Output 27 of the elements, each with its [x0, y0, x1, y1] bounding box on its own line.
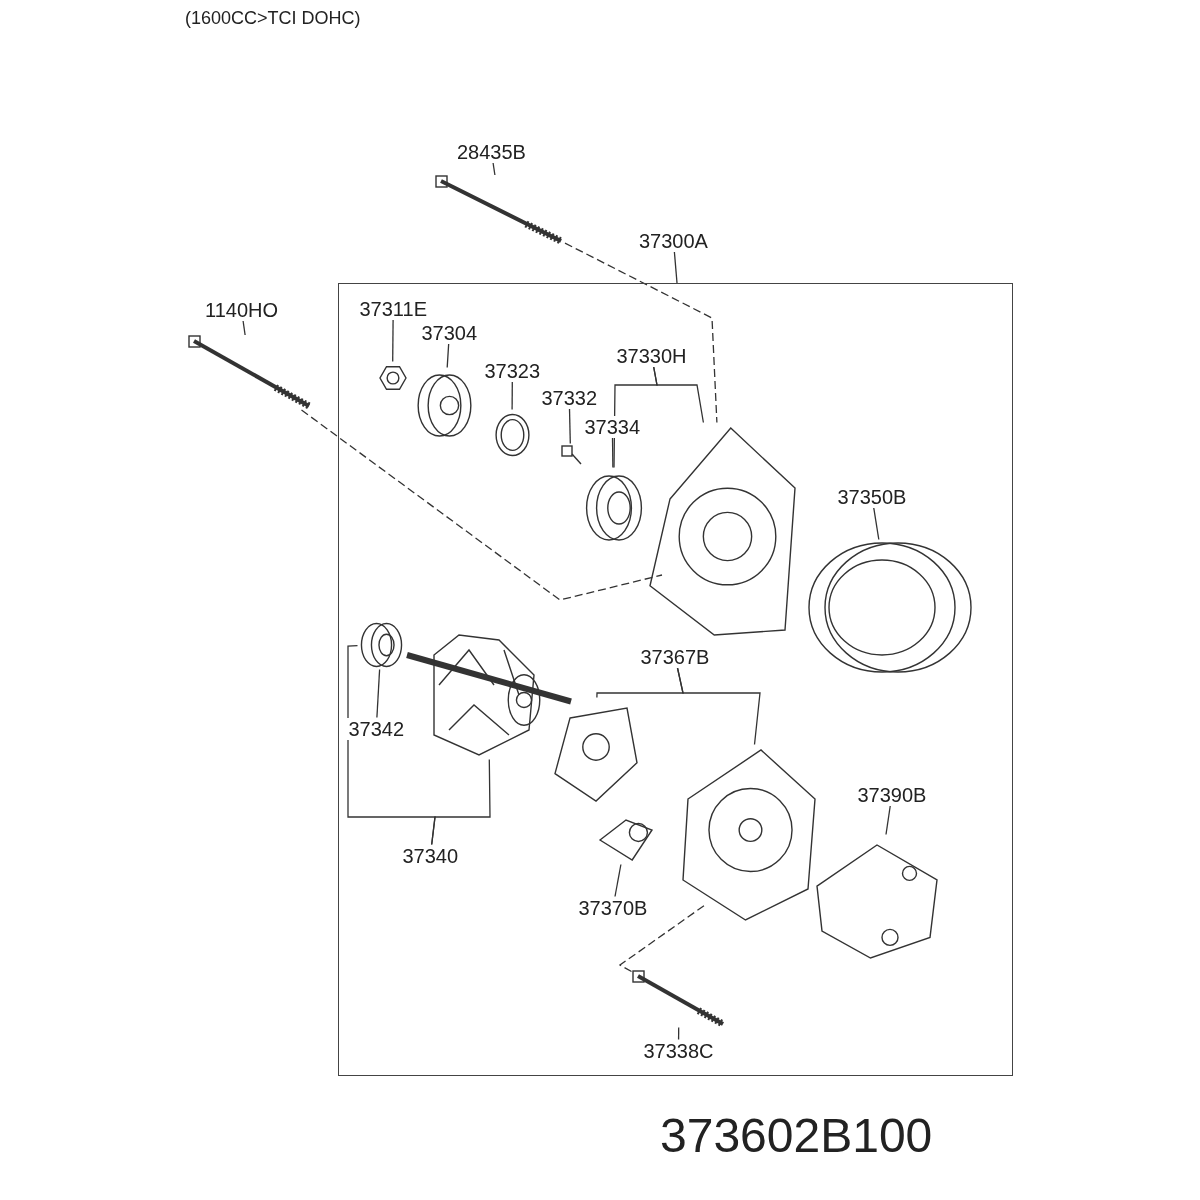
leader-line — [431, 758, 491, 846]
bolt-drawing — [188, 335, 313, 410]
leader-line — [652, 365, 705, 424]
leader-line — [392, 318, 394, 363]
leader-line — [446, 342, 450, 369]
part-number-caption: 373602B100 — [660, 1108, 933, 1163]
leader-line — [242, 320, 246, 336]
engine-note: (1600CC>TCI DOHC) — [185, 8, 361, 29]
assembly-frame — [338, 283, 1013, 1076]
leader-line — [511, 380, 513, 411]
leader-line — [873, 506, 880, 541]
bolt-drawing — [631, 969, 727, 1028]
alignment-line — [618, 904, 706, 973]
part-number: 37334 — [582, 415, 643, 438]
alignment-line — [564, 242, 718, 424]
leader-line — [611, 436, 614, 469]
leader-line — [885, 804, 891, 836]
leader-line — [676, 666, 761, 746]
leader-line — [677, 1026, 680, 1041]
leader-line — [673, 251, 678, 284]
leader-line — [376, 668, 381, 719]
bolt-drawing — [435, 175, 565, 245]
alignment-line — [300, 409, 663, 601]
leader-line — [568, 407, 571, 445]
part-number: 37342 — [346, 717, 407, 740]
screw-drawing — [559, 443, 582, 466]
leader-line — [614, 863, 622, 898]
